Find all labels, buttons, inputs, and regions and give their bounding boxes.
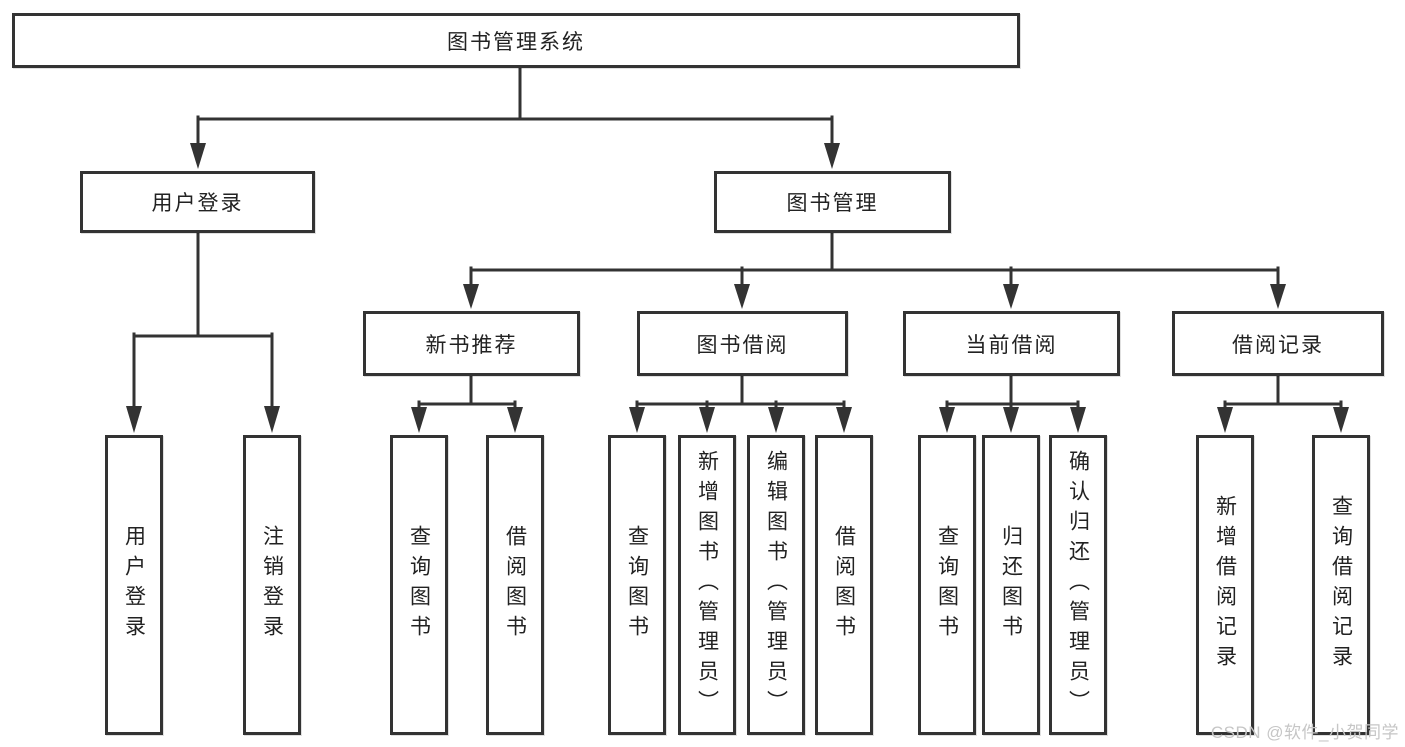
leaf-edit-books-admin: 编辑图书（管理员）	[747, 435, 805, 735]
node-book-management: 图书管理	[714, 171, 951, 233]
leaf-logout: 注销登录	[243, 435, 301, 735]
leaf-confirm-return-admin: 确认归还（管理员）	[1049, 435, 1107, 735]
node-library-management-system: 图书管理系统	[12, 13, 1020, 68]
leaf-borrow-books-label: 借阅图书	[832, 525, 856, 645]
node-new-book-recommend: 新书推荐	[363, 311, 580, 376]
leaf-query-books-borrow: 查询图书	[608, 435, 666, 735]
leaf-confirm-return-admin-label: 确认归还（管理员）	[1066, 450, 1090, 720]
leaf-query-borrow-record-label: 查询借阅记录	[1329, 495, 1353, 675]
csdn-watermark: CSDN @软件_小贺同学	[1210, 723, 1399, 742]
leaf-query-books-current: 查询图书	[918, 435, 976, 735]
leaf-add-books-admin-label: 新增图书（管理员）	[695, 450, 719, 720]
leaf-logout-label: 注销登录	[260, 525, 284, 645]
node-book-borrow: 图书借阅	[637, 311, 848, 376]
node-current-borrow: 当前借阅	[903, 311, 1120, 376]
node-user-login: 用户登录	[80, 171, 315, 233]
leaf-add-borrow-record: 新增借阅记录	[1196, 435, 1254, 735]
node-borrow-records: 借阅记录	[1172, 311, 1384, 376]
leaf-edit-books-admin-label: 编辑图书（管理员）	[764, 450, 788, 720]
leaf-query-borrow-record: 查询借阅记录	[1312, 435, 1370, 735]
leaf-query-books-borrow-label: 查询图书	[625, 525, 649, 645]
leaf-query-books-recommend: 查询图书	[390, 435, 448, 735]
leaf-user-login: 用户登录	[105, 435, 163, 735]
leaf-user-login-label: 用户登录	[122, 525, 146, 645]
leaf-return-books: 归还图书	[982, 435, 1040, 735]
leaf-query-books-current-label: 查询图书	[935, 525, 959, 645]
leaf-add-books-admin: 新增图书（管理员）	[678, 435, 736, 735]
leaf-return-books-label: 归还图书	[999, 525, 1023, 645]
leaf-query-books-recommend-label: 查询图书	[407, 525, 431, 645]
leaf-borrow-books-recommend-label: 借阅图书	[503, 525, 527, 645]
leaf-add-borrow-record-label: 新增借阅记录	[1213, 495, 1237, 675]
leaf-borrow-books: 借阅图书	[815, 435, 873, 735]
connector-arrowheads	[126, 143, 1349, 433]
leaf-borrow-books-recommend: 借阅图书	[486, 435, 544, 735]
